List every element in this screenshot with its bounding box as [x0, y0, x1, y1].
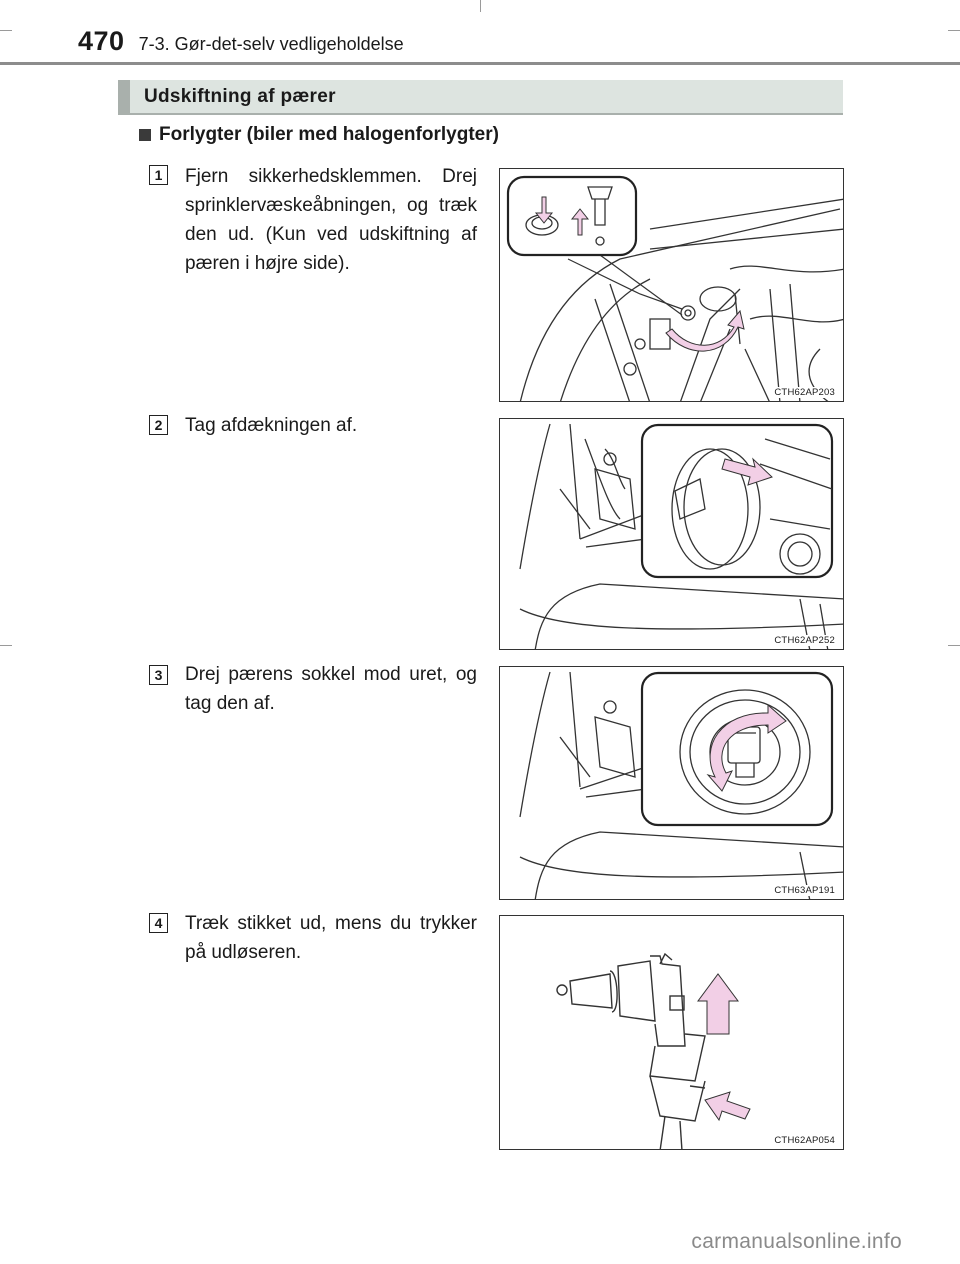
figure-code: CTH62AP054	[772, 1135, 837, 1146]
square-bullet-icon	[139, 129, 151, 141]
crop-mark	[948, 30, 960, 31]
figure-step-1: CTH62AP203	[499, 168, 844, 402]
bulb-connector-illustration	[556, 952, 751, 1149]
figure-code: CTH62AP203	[772, 387, 837, 398]
section-bar: Udskiftning af pærer	[118, 80, 843, 115]
page-header: 470 7-3. Gør-det-selv vedligeholdelse	[78, 26, 404, 58]
figure-code: CTH62AP252	[772, 635, 837, 646]
step-number-badge: 3	[149, 665, 168, 685]
header-divider	[0, 62, 960, 65]
crop-mark	[0, 30, 12, 31]
crop-mark	[480, 0, 481, 12]
step-1-text: Fjern sikkerhedsklemmen. Drej sprinklerv…	[185, 166, 477, 274]
headlight-cover-illustration	[519, 423, 843, 649]
bulb-socket-illustration	[519, 671, 843, 899]
step-4-text: Træk stikket ud, mens du trykker på udlø…	[185, 913, 477, 963]
subheading-text: Forlygter (biler med halogenforlygter)	[159, 124, 499, 145]
engine-sprinkler-illustration	[506, 175, 843, 401]
subheading: Forlygter (biler med halogenforlygter)	[139, 124, 499, 146]
step-number-badge: 4	[149, 913, 168, 933]
step-number-badge: 1	[149, 165, 168, 185]
step-number-badge: 2	[149, 415, 168, 435]
watermark: carmanualsonline.info	[691, 1230, 902, 1253]
crop-mark	[0, 645, 12, 646]
figure-step-2: CTH62AP252	[499, 418, 844, 650]
section-title: Udskiftning af pærer	[144, 85, 336, 107]
crop-mark	[948, 645, 960, 646]
figure-step-4: CTH62AP054	[499, 915, 844, 1150]
page-number: 470	[78, 26, 125, 56]
figure-step-3: CTH63AP191	[499, 666, 844, 900]
chapter-title: 7-3. Gør-det-selv vedligeholdelse	[138, 34, 404, 54]
step-3-text: Drej pærens sokkel mod uret, og tag den …	[185, 664, 477, 714]
step-2-text: Tag afdækningen af.	[185, 415, 358, 436]
figure-code: CTH63AP191	[772, 885, 837, 896]
